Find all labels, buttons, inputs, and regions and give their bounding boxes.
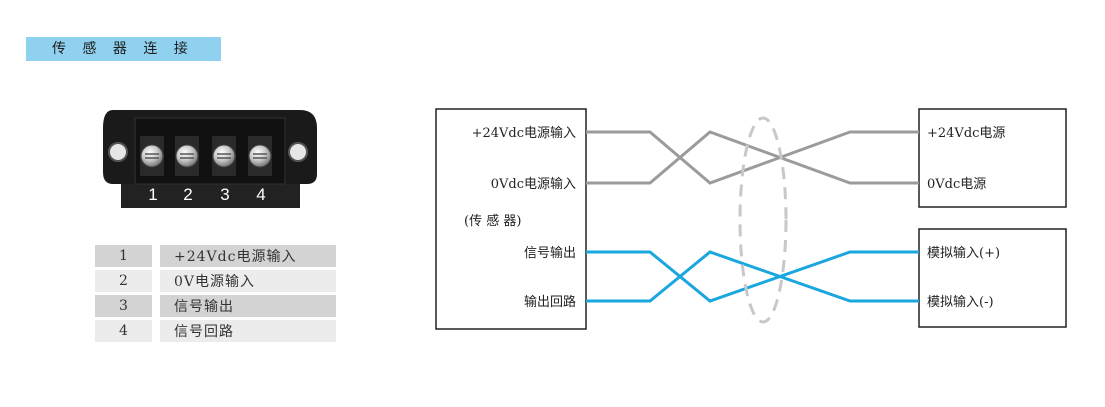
pin-label-1: 1 bbox=[148, 185, 157, 204]
pin-label-4: 4 bbox=[256, 185, 265, 204]
sensor-box bbox=[435, 108, 587, 330]
sensor-label-24v: +24Vdc电源输入 bbox=[472, 125, 576, 141]
table-row: 4 信号回路 bbox=[95, 320, 336, 342]
pin-description: +24Vdc电源输入 bbox=[160, 245, 336, 267]
sensor-label-output-return: 输出回路 bbox=[524, 294, 576, 310]
analog-input-plus-label: 模拟输入(+) bbox=[927, 245, 1000, 261]
analog-input-box bbox=[918, 228, 1067, 328]
sensor-label-0v: 0Vdc电源输入 bbox=[491, 176, 576, 192]
pin-number: 3 bbox=[95, 295, 152, 317]
section-title: 传 感 器 连 接 bbox=[26, 37, 221, 61]
table-row: 2 0V电源输入 bbox=[95, 270, 336, 292]
power-label-0v: 0Vdc电源 bbox=[927, 177, 986, 192]
power-supply-box bbox=[918, 108, 1067, 208]
power-label-24v: +24Vdc电源 bbox=[927, 126, 1005, 141]
pin-label-2: 2 bbox=[183, 185, 192, 204]
mounting-hole-left bbox=[108, 142, 128, 162]
pin-assignment-table: 1 +24Vdc电源输入 2 0V电源输入 3 信号输出 4 信号回路 bbox=[95, 242, 336, 345]
power-wire-pair bbox=[586, 130, 919, 185]
pin-description: 0V电源输入 bbox=[160, 270, 336, 292]
signal-wire-pair bbox=[586, 250, 919, 303]
terminal-block-image: 1 2 3 4 bbox=[103, 110, 317, 208]
analog-input-minus-label: 模拟输入(-) bbox=[927, 294, 994, 310]
terminal-screws bbox=[140, 136, 272, 176]
pin-label-3: 3 bbox=[220, 185, 229, 204]
sensor-name-label: (传 感 器) bbox=[464, 213, 521, 229]
wiring-diagram: +24Vdc电源输入 0Vdc电源输入 (传 感 器) 信号输出 输出回路 +2… bbox=[435, 108, 1067, 330]
pin-description: 信号回路 bbox=[160, 320, 336, 342]
pin-number: 4 bbox=[95, 320, 152, 342]
pin-number: 1 bbox=[95, 245, 152, 267]
mounting-hole-right bbox=[288, 142, 308, 162]
cable-shield bbox=[738, 116, 788, 324]
table-row: 1 +24Vdc电源输入 bbox=[95, 245, 336, 267]
table-row: 3 信号输出 bbox=[95, 295, 336, 317]
sensor-label-signal-out: 信号输出 bbox=[524, 245, 576, 261]
pin-number: 2 bbox=[95, 270, 152, 292]
pin-description: 信号输出 bbox=[160, 295, 336, 317]
